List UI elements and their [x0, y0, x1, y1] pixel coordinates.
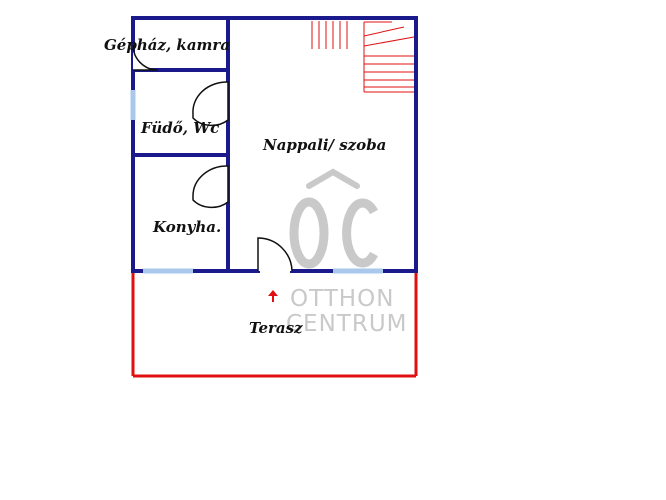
entrance-arrow-icon [268, 290, 278, 302]
room-label-konyha: Konyha. [152, 218, 221, 236]
watermark-roof-icon [306, 168, 360, 189]
watermark-c-shape [342, 198, 378, 268]
watermark-o-shape [289, 197, 329, 269]
room-label-gephaz: Gépház, kamra [104, 36, 230, 54]
staircase [311, 21, 415, 93]
watermark-centrum: CENTRUM [286, 311, 408, 337]
door-konyha [192, 165, 229, 209]
room-label-nappali: Nappali/ szoba [262, 136, 386, 154]
doors [132, 44, 293, 272]
door-terrace [257, 237, 293, 272]
room-label-terasz: Terasz [249, 319, 303, 337]
windows [130, 90, 383, 274]
watermark-otthon: OTTHON [290, 286, 394, 312]
door-gephaz [132, 44, 159, 71]
otthon-centrum-watermark: OTTHON CENTRUM [286, 168, 408, 337]
door-furdo [192, 81, 229, 127]
room-label-furdo: Füdő, Wc [140, 119, 219, 137]
terrace-outline [131, 272, 418, 378]
